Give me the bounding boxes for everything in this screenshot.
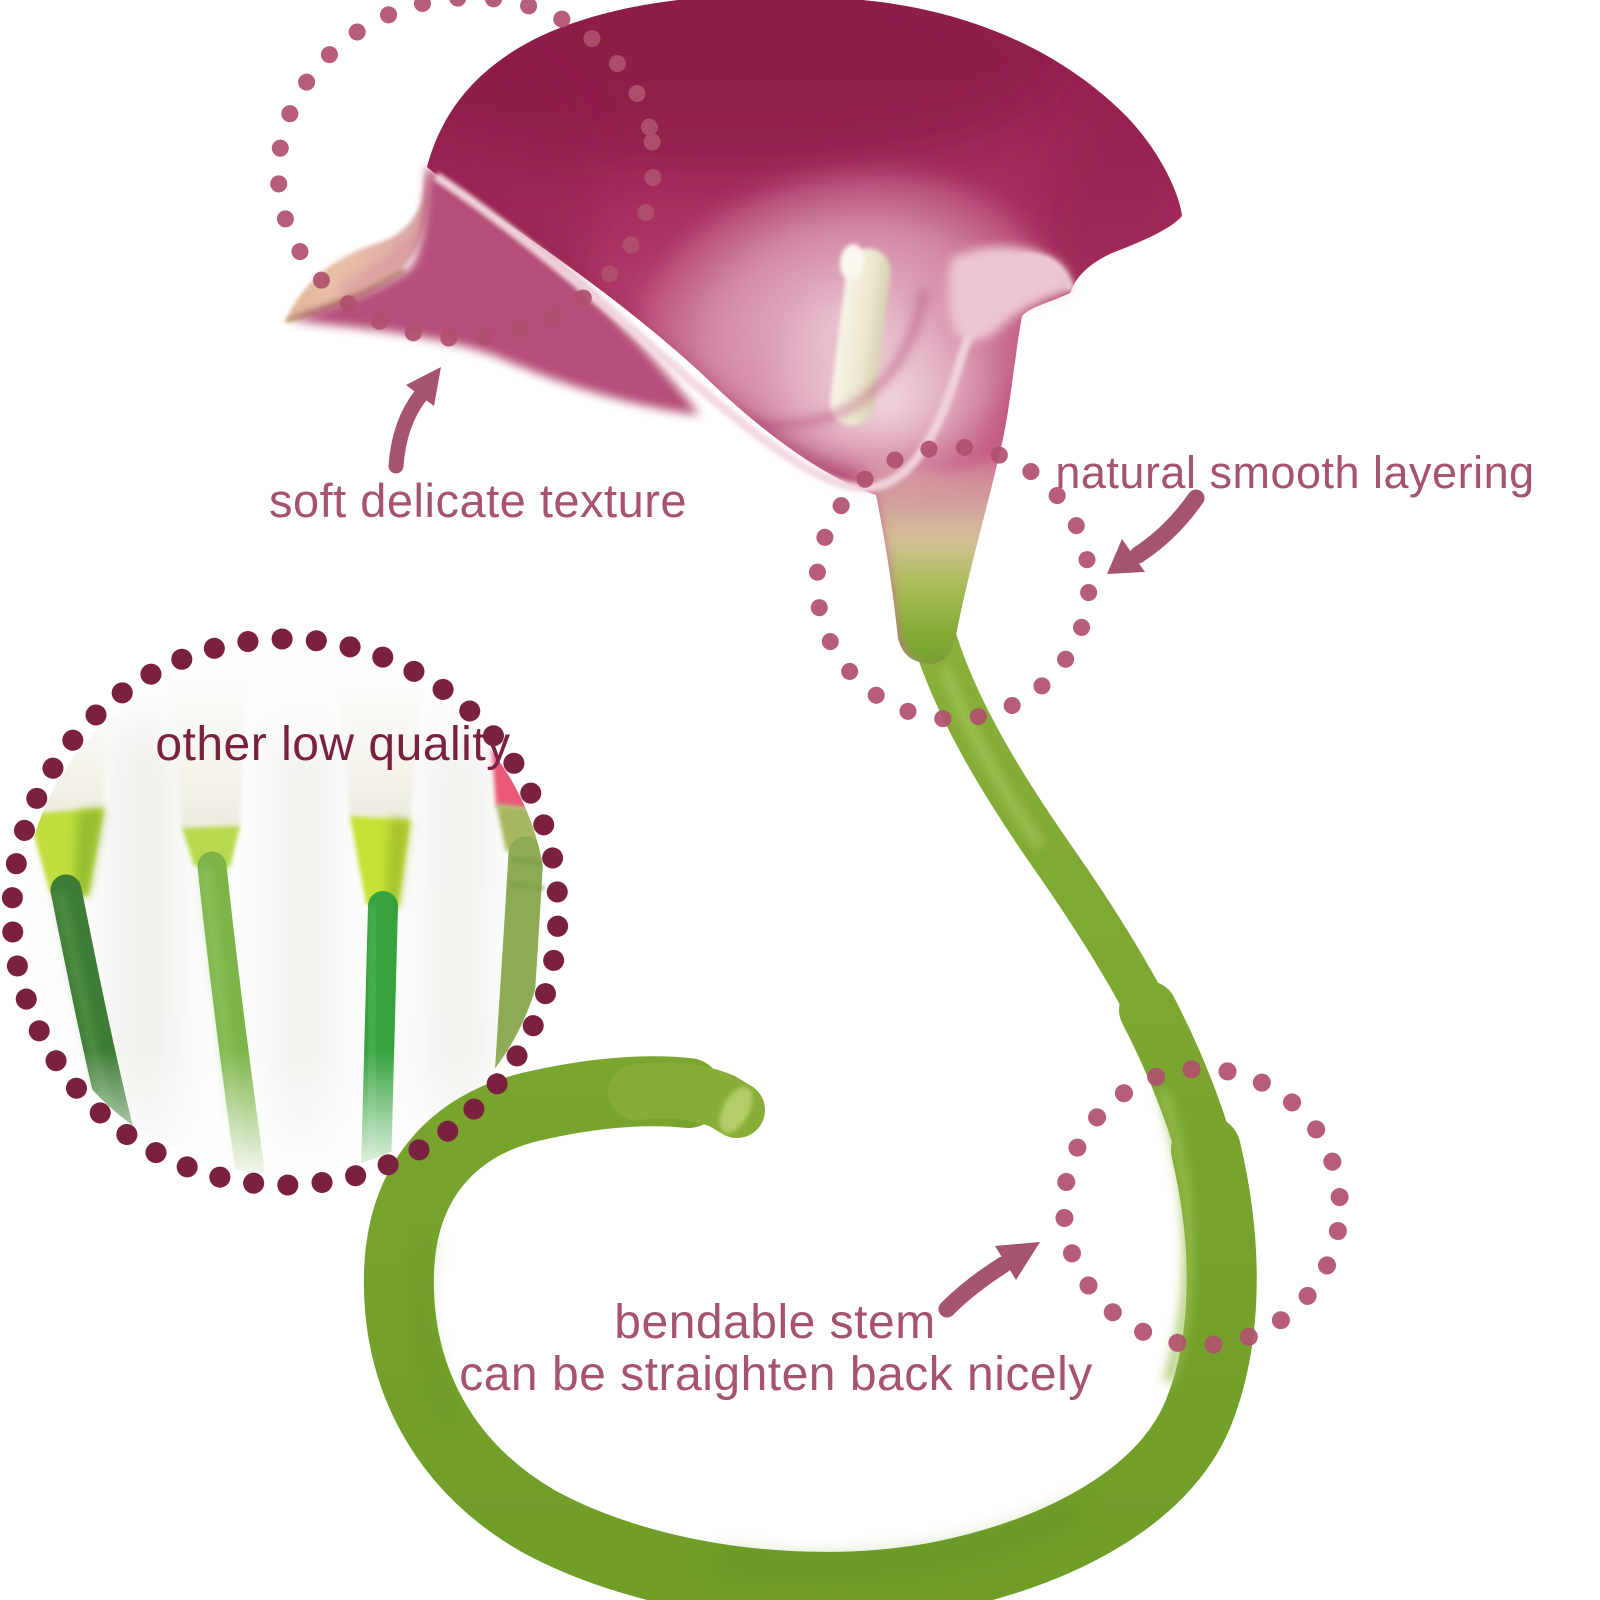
arrow-down-left-icon [1107,489,1205,574]
label-other-low-quality: other low quality [155,718,511,771]
dotted-circle-junction [808,438,1098,728]
dotted-circle-bend [1055,1060,1349,1354]
label-natural-smooth-layering: natural smooth layering [1055,447,1535,498]
dotted-circle-inset [1,628,569,1196]
spadix [830,244,891,426]
calla-lily-flower [285,0,1182,665]
petal-left-fold [290,167,700,415]
label-bendable-stem-line2: can be straighten back nicely [459,1348,1093,1401]
stem-tip [608,1062,765,1138]
flower-stem-junction [862,430,1020,665]
flower-stem [363,608,1257,1600]
label-bendable-stem-line1: bendable stem [614,1296,936,1349]
arrow-up-right-icon [938,1242,1040,1318]
label-soft-delicate-texture: soft delicate texture [268,474,688,527]
petal-rolled-edge [948,246,1071,341]
arrow-up-icon [388,367,441,474]
dotted-circle-petal-tip [269,0,663,347]
